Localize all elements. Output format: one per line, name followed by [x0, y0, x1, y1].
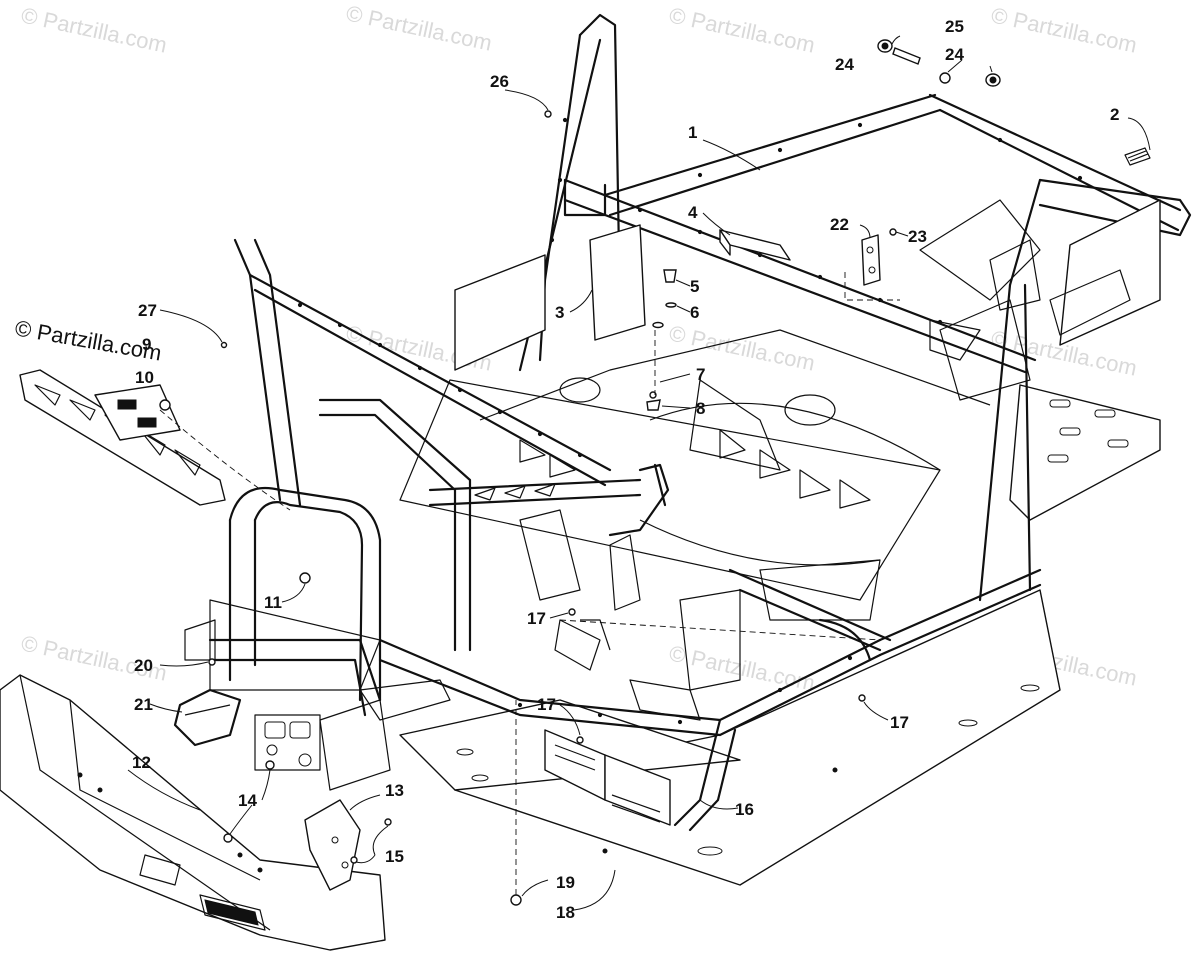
callout-6: 6	[690, 303, 699, 322]
callout-22: 22	[830, 215, 849, 234]
callout-8: 8	[696, 399, 705, 418]
callout-17-a: 17	[527, 609, 546, 628]
decal	[1124, 147, 1151, 166]
callout-12: 12	[132, 753, 151, 772]
callout-labels: 1 2 3 4 5 6 7 8 9 10 11 12 13 14 15 16 1…	[132, 17, 1119, 922]
callout-19: 19	[556, 873, 575, 892]
watermark: © Partzilla.com	[19, 2, 169, 57]
callout-24-a: 24	[835, 55, 854, 74]
front-bumper	[0, 674, 386, 951]
callout-16: 16	[735, 800, 754, 819]
rear-floor-panel	[1009, 384, 1161, 521]
callout-27: 27	[138, 301, 157, 320]
callout-7: 7	[696, 365, 705, 384]
callout-17-c: 17	[890, 713, 909, 732]
callout-25: 25	[945, 17, 964, 36]
hardware	[208, 110, 897, 906]
callout-26: 26	[490, 72, 509, 91]
callout-10: 10	[135, 368, 154, 387]
callout-23: 23	[908, 227, 927, 246]
callout-14: 14	[238, 791, 257, 810]
bracket-22	[861, 234, 881, 286]
callout-3: 3	[555, 303, 564, 322]
frame-rivets	[297, 117, 1083, 725]
watermark-main: © Partzilla.com	[13, 315, 163, 365]
battery-box	[589, 224, 791, 341]
callout-11: 11	[264, 593, 282, 612]
watermark: © Partzilla.com	[989, 2, 1139, 57]
front-fascia-bracket	[19, 369, 226, 506]
callout-1: 1	[688, 123, 697, 142]
callout-18: 18	[556, 903, 575, 922]
skid-plate	[399, 589, 1061, 886]
watermark-layer: © Partzilla.com © Partzilla.com © Partzi…	[19, 0, 1139, 695]
watermark: © Partzilla.com	[667, 320, 817, 375]
main-frame	[184, 13, 1192, 832]
callout-5: 5	[690, 277, 699, 296]
tow-bracket	[173, 688, 242, 747]
callout-13: 13	[385, 781, 404, 800]
leader-lines	[127, 35, 1161, 911]
callout-9: 9	[142, 335, 151, 354]
callout-2: 2	[1110, 105, 1119, 124]
watermark: © Partzilla.com	[344, 0, 494, 55]
callout-15: 15	[385, 847, 404, 866]
callout-24-b: 24	[945, 45, 964, 64]
watermark: © Partzilla.com	[667, 2, 817, 57]
bushings	[877, 39, 1001, 87]
callout-20: 20	[134, 656, 153, 675]
callout-17-b: 17	[537, 695, 556, 714]
callout-4: 4	[688, 203, 698, 222]
mudflap-bracket	[304, 799, 361, 891]
callout-21: 21	[134, 695, 153, 714]
